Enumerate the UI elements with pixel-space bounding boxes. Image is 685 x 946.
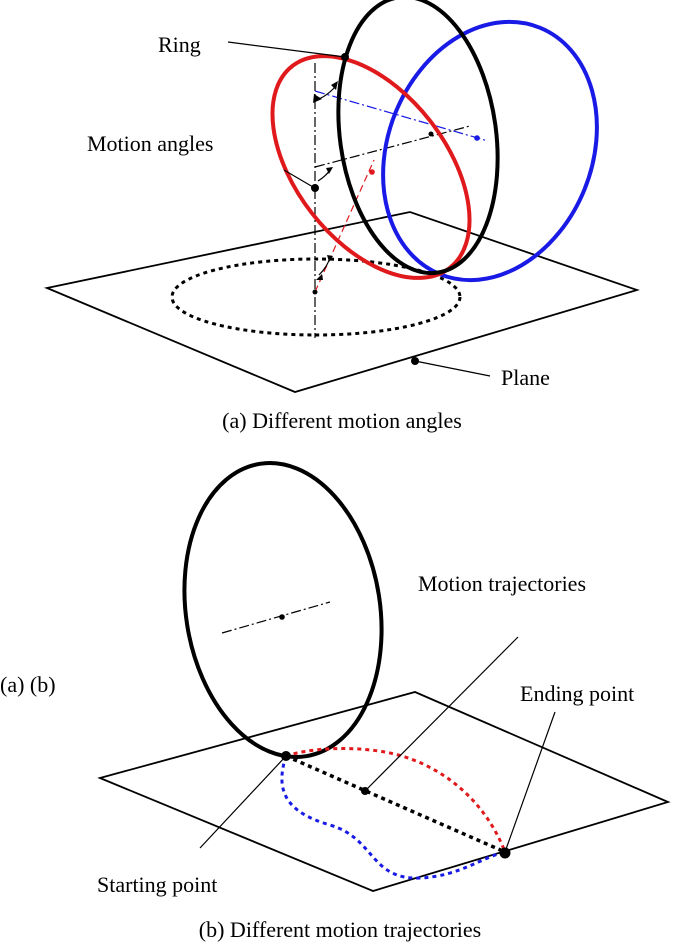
stray-label: (a) (b): [0, 672, 56, 697]
trajectory-upper: [285, 747, 507, 853]
ring-marker: [341, 53, 349, 61]
axis-dot-mid: [311, 184, 319, 192]
axis-blue: [314, 90, 489, 142]
axis-black: [314, 125, 471, 168]
angle-arrow-top-2: [331, 81, 338, 90]
end-point: [499, 847, 511, 859]
ring-b: [182, 461, 384, 759]
projection-ellipse: [170, 257, 462, 337]
plane-a: [43, 211, 640, 393]
angle-arrow-low: [327, 255, 333, 262]
leader-plane: [414, 360, 491, 377]
ring-axis-b: [221, 601, 331, 634]
leader-starting-point: [199, 755, 287, 849]
label-motion-angles: Motion angles: [87, 131, 214, 156]
angle-arrow-low-2: [316, 274, 323, 280]
leader-trajectories: [365, 636, 519, 791]
label-plane: Plane: [501, 365, 550, 390]
leader-motion-angles: [283, 169, 314, 188]
plane-marker: [411, 357, 419, 365]
center-dot-blue: [474, 135, 480, 141]
ring-center-b: [279, 614, 285, 620]
leader-ring: [227, 41, 346, 58]
caption-b: (b) Different motion trajectories: [199, 917, 481, 942]
panel-b: Motion trajectories Ending point Startin…: [97, 461, 671, 942]
ring-black: [336, 0, 500, 276]
angle-arrow-mid: [326, 167, 333, 174]
label-starting-point: Starting point: [97, 872, 217, 897]
center-dot-black: [428, 131, 434, 137]
center-dot-red: [369, 169, 375, 175]
trajectory-straight: [285, 754, 506, 854]
angle-arrow-top: [313, 94, 322, 103]
axis-dot-low: [312, 289, 318, 295]
trajectory-lower: [280, 755, 506, 880]
label-ring: Ring: [158, 32, 201, 57]
axis-red: [314, 159, 375, 293]
caption-a: (a) Different motion angles: [222, 408, 462, 433]
leader-ending-point: [504, 711, 556, 853]
panel-a: Ring Motion angles Plane (a) Different m…: [43, 0, 640, 433]
label-motion-trajectories: Motion trajectories: [418, 571, 586, 596]
label-ending-point: Ending point: [520, 681, 634, 706]
plane-b: [97, 691, 671, 892]
